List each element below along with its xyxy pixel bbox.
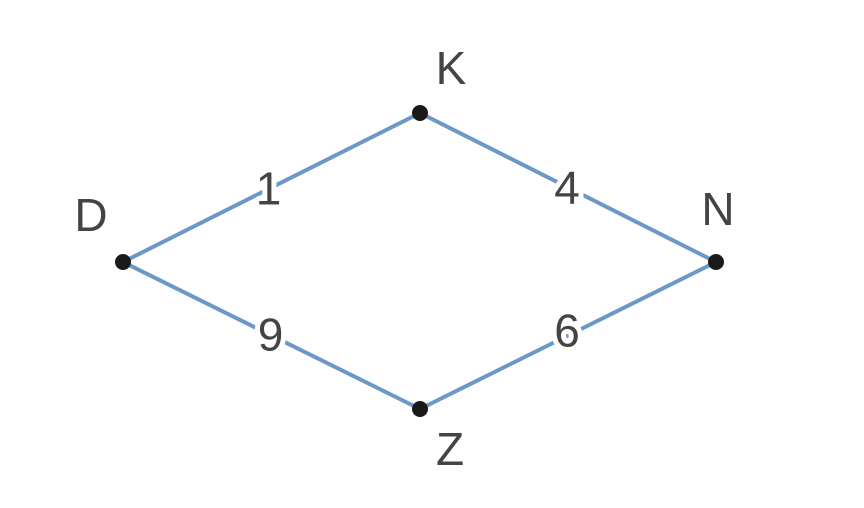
node-label-K: K: [436, 42, 467, 94]
edge-weight-D-K: 1: [256, 163, 282, 215]
edge-weight-K-N: 4: [554, 162, 580, 214]
edge-K-N: [418, 111, 718, 264]
node-N: [708, 254, 724, 270]
node-K: [412, 105, 428, 121]
edge-Z-N: [418, 260, 718, 411]
node-label-N: N: [701, 183, 734, 235]
edge-weight-D-Z: 9: [258, 309, 284, 361]
edge-weight-Z-N: 6: [554, 305, 580, 357]
edges-layer: [121, 111, 718, 411]
edge-D-Z: [121, 260, 422, 411]
node-label-Z: Z: [436, 423, 464, 475]
labels-layer: 1 4 9 6 D K N Z: [74, 42, 734, 475]
node-label-D: D: [74, 189, 107, 241]
node-D: [115, 254, 131, 270]
node-Z: [412, 401, 428, 417]
edge-D-K: [121, 111, 422, 264]
nodes-layer: [115, 105, 724, 417]
